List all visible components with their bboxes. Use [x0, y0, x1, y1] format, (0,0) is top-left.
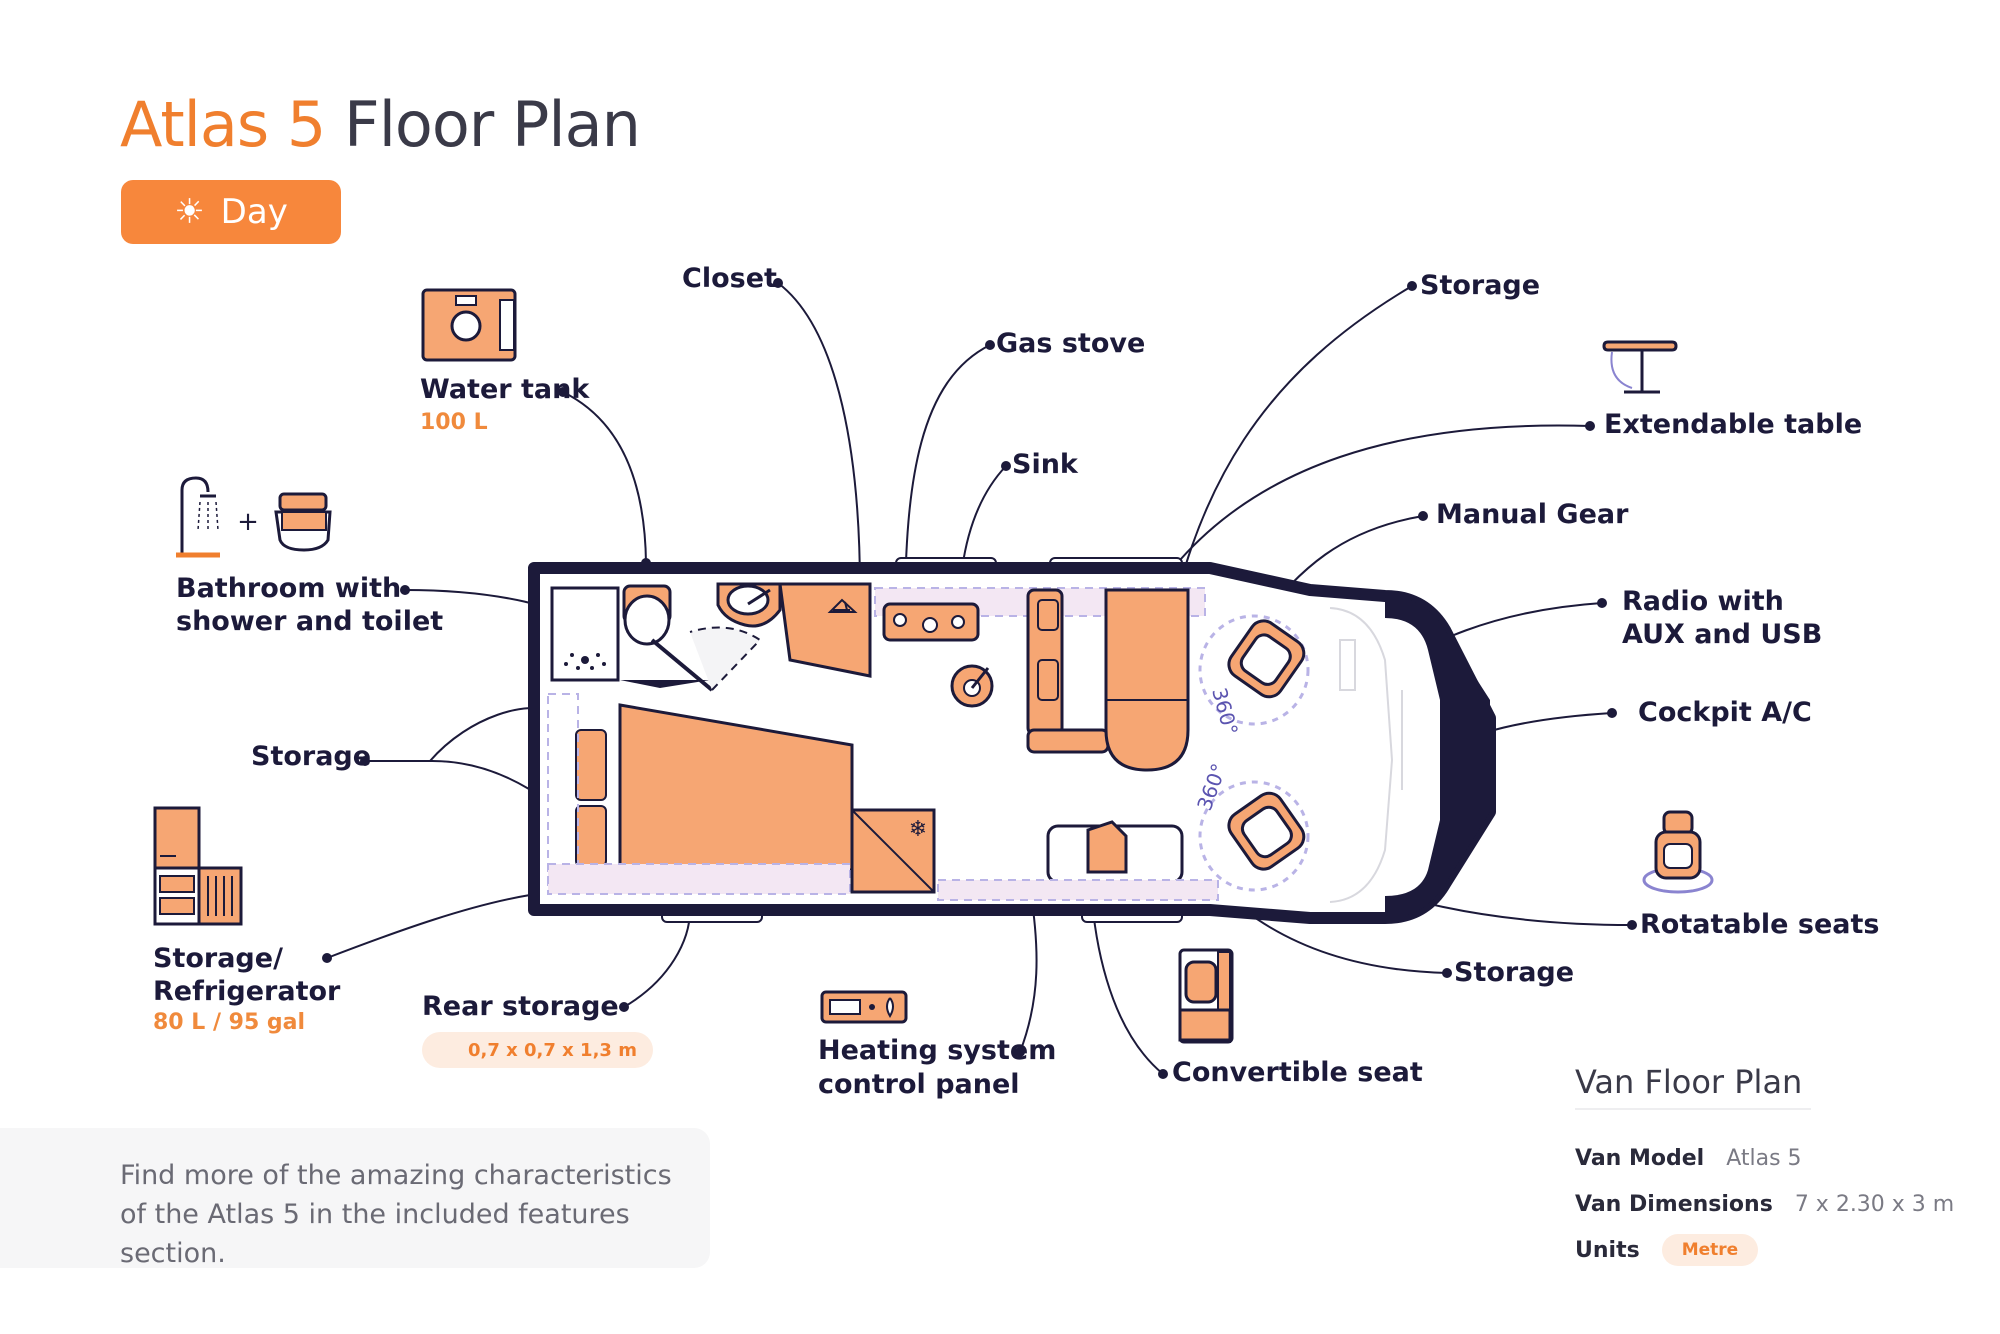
- cockpit-ac-label: Cockpit A/C: [1638, 697, 1812, 728]
- storage-left-label: Storage: [251, 741, 372, 772]
- toilet-icon: [274, 492, 332, 552]
- note-line-1: Find more of the amazing characteristics: [120, 1160, 672, 1191]
- features-note-box: [0, 1128, 710, 1268]
- rear-storage-dimensions: 0,7 x 0,7 x 1,3 m: [422, 1032, 653, 1068]
- storage-fridge-label-2: Refrigerator: [153, 976, 341, 1007]
- rear-storage-dims-text: 0,7 x 0,7 x 1,3 m: [468, 1039, 637, 1061]
- water-tank-leader: [562, 391, 647, 564]
- units-toggle[interactable]: Metre: [1661, 1234, 1759, 1266]
- title-rest: Floor Plan: [344, 88, 641, 161]
- extendable-table-label: Extendable table: [1604, 409, 1863, 440]
- heating-panel-icon: [820, 990, 908, 1024]
- water-tank-capacity: 100 L: [420, 410, 488, 435]
- page-title: Atlas 5 Floor Plan: [120, 88, 641, 161]
- rear-storage-leader: [623, 909, 691, 1008]
- water-tank-icon: [421, 288, 517, 362]
- day-mode-label: Day: [220, 192, 288, 232]
- plus-icon: +: [237, 507, 259, 537]
- fridge-capacity: 80 L / 95 gal: [153, 1010, 306, 1035]
- title-model: Atlas 5: [120, 88, 326, 161]
- sink-label: Sink: [1012, 449, 1078, 480]
- closet-leader: [777, 282, 861, 591]
- closet-label: Closet: [682, 263, 777, 294]
- note-line-2: of the Atlas 5 in the included features …: [120, 1199, 630, 1269]
- info-title: Van Floor Plan: [1575, 1063, 1803, 1101]
- van-interior: ❄ 360° 360°: [547, 582, 1310, 901]
- info-row-units: Units Metre: [1575, 1234, 1759, 1266]
- refrigerator-icon: [153, 806, 243, 926]
- info-divider: [1575, 1108, 1811, 1110]
- info-row-model: Van Model Atlas 5: [1575, 1146, 1802, 1171]
- dims-value: 7 x 2.30 x 3 m: [1794, 1192, 1955, 1217]
- day-mode-button[interactable]: ☀ Day: [121, 180, 341, 244]
- bathroom-label-2: shower and toilet: [176, 606, 444, 637]
- manual-gear-label: Manual Gear: [1436, 499, 1629, 530]
- units-key: Units: [1575, 1237, 1640, 1263]
- convertible-seat-label: Convertible seat: [1172, 1057, 1423, 1088]
- rotatable-seat-icon: [1642, 810, 1714, 894]
- model-value: Atlas 5: [1726, 1146, 1802, 1171]
- table-icon: [1602, 340, 1678, 394]
- heating-label-1: Heating system: [818, 1035, 1057, 1066]
- radio-label-1: Radio with: [1622, 586, 1784, 617]
- bathroom-label-1: Bathroom with: [176, 573, 402, 604]
- fridge-leader: [326, 887, 869, 959]
- storage-top-label: Storage: [1420, 270, 1541, 301]
- model-key: Van Model: [1575, 1146, 1705, 1171]
- features-note: Find more of the amazing characteristics…: [120, 1156, 720, 1273]
- rear-storage-label: Rear storage: [422, 991, 619, 1022]
- convertible-seat-icon: [1178, 948, 1234, 1044]
- dims-key: Van Dimensions: [1575, 1192, 1773, 1217]
- radio-label-2: AUX and USB: [1622, 619, 1823, 650]
- svg-text:❄: ❄: [909, 817, 927, 842]
- sun-icon: ☀: [174, 192, 205, 232]
- rotatable-seats-label: Rotatable seats: [1640, 909, 1880, 940]
- water-tank-label: Water tank: [420, 374, 590, 405]
- storage-bottom-right-label: Storage: [1454, 957, 1575, 988]
- shower-icon: [176, 476, 220, 558]
- gas-stove-label: Gas stove: [996, 328, 1146, 359]
- heating-label-2: control panel: [818, 1069, 1020, 1100]
- storage-fridge-label-1: Storage/: [153, 943, 283, 974]
- info-row-dimensions: Van Dimensions 7 x 2.30 x 3 m: [1575, 1192, 1954, 1217]
